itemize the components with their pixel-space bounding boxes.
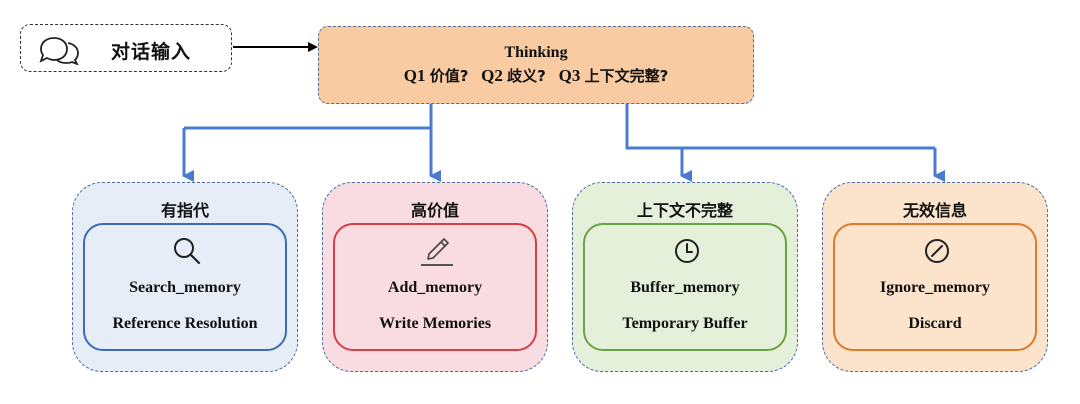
question-code: Q1: [403, 66, 426, 85]
question-text: 上下文完整?: [584, 67, 669, 85]
thinking-title: Thinking: [504, 44, 568, 61]
pencil-icon: [421, 238, 453, 266]
question-code: Q2: [481, 66, 503, 85]
category-high-value: 高价值 Add_memory Write Memories: [322, 182, 548, 372]
memory-function-description: Reference Resolution: [112, 315, 258, 332]
memory-function-name: Search_memory: [129, 279, 241, 296]
category-invalid-info: 无效信息 Ignore_memory Discard: [822, 182, 1048, 372]
clock-icon: [675, 239, 699, 263]
memory-function-description: Write Memories: [378, 315, 492, 332]
question-text: 价值?: [429, 67, 469, 85]
category-title: 高价值: [410, 201, 459, 220]
memory-function-name: Add_memory: [387, 279, 483, 296]
dialogue-input-box: 对话输入: [20, 24, 232, 72]
prohibited-icon: [925, 239, 949, 263]
category-reference-resolution: 有指代 Search_memory Reference Resolution: [72, 182, 298, 372]
memory-action-card: Add_memory Write Memories: [333, 223, 537, 351]
question-text: 歧义?: [507, 67, 546, 85]
search-icon: [174, 238, 201, 265]
memory-action-card: Ignore_memory Discard: [833, 223, 1037, 351]
thinking-questions: Q1 价值? Q2 歧义? Q3 上下文完整?: [404, 64, 669, 88]
category-title: 有指代: [160, 201, 209, 220]
memory-action-card: Search_memory Reference Resolution: [83, 223, 287, 351]
input-label: 对话输入: [111, 41, 192, 63]
memory-action-card: Buffer_memory Temporary Buffer: [583, 223, 787, 351]
thinking-box: Thinking Q1 价值? Q2 歧义? Q3 上下文完整?: [318, 26, 754, 104]
memory-function-name: Ignore_memory: [880, 279, 990, 296]
chat-bubbles-icon: [39, 37, 79, 65]
right-branch-connector: [625, 104, 935, 150]
memory-function-name: Buffer_memory: [630, 279, 740, 296]
memory-function-description: Temporary Buffer: [622, 315, 748, 332]
category-incomplete-context: 上下文不完整 Buffer_memory Temporary Buffer: [572, 182, 798, 372]
category-title: 无效信息: [902, 201, 967, 220]
category-title: 上下文不完整: [636, 201, 733, 220]
memory-function-description: Discard: [908, 315, 962, 332]
question-code: Q3: [558, 66, 581, 85]
left-branch-connector: [184, 104, 433, 130]
